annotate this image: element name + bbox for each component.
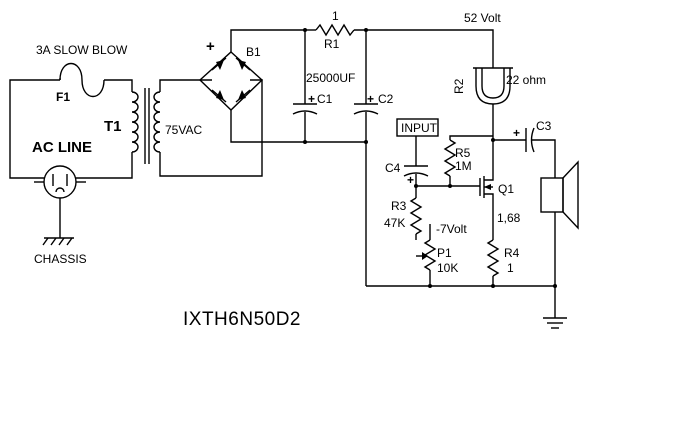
chassis-label: CHASSIS [34,252,87,266]
input-box [396,118,439,137]
c4-plus-label: + [407,173,414,187]
resistor-r2 [473,56,513,140]
transformer-voltage-label: 75VAC [165,123,202,137]
bridge-label: B1 [246,45,261,59]
source-voltage-label: 1,68 [497,211,521,225]
gate-voltage-label: -7Volt [436,222,467,236]
capacitor-c1 [292,103,318,115]
transformer-t1 [131,79,263,177]
r3-value-label: 47K [384,216,405,230]
c3-label: C3 [536,119,552,133]
part-number-label: IXTH6N50D2 [183,309,301,330]
c1-label: C1 [317,92,333,106]
mains-section [9,63,133,246]
r4-label: R4 [504,246,520,260]
r4-value-label: 1 [507,261,514,275]
bridge-rectifier-b1 [198,29,305,143]
output-section [493,127,579,286]
c2-label: C2 [378,92,394,106]
r5-label: R5 [455,146,471,160]
c4-label: C4 [385,161,401,175]
mosfet-q1 [479,138,495,230]
p1-label: P1 [437,246,452,260]
resistor-r1 [315,23,355,37]
cap-value-label: 25000UF [306,71,355,85]
q1-label: Q1 [498,182,514,196]
r1-label: R1 [324,37,340,51]
input-label: INPUT [401,121,438,135]
ac-socket-icon [34,165,86,199]
c3-plus-label: + [513,126,520,140]
ac-line-label: AC LINE [32,139,92,156]
resistor-r5 [443,139,457,177]
speaker-icon [540,160,579,230]
ground-icon [543,286,567,329]
resistor-r4 [486,239,500,277]
r3-label: R3 [391,199,407,213]
bias-section [366,186,557,288]
r2-value-label: 22 ohm [506,73,546,87]
r5-value-label: 1M [455,159,472,173]
supply-voltage-label: 52 Volt [464,11,501,25]
resistor-r3 [409,197,423,235]
c2-plus-label: + [367,92,374,106]
capacitor-c2 [353,103,379,115]
p1-value-label: 10K [437,261,458,275]
transformer-label: T1 [104,118,122,135]
fuse-rating-label: 3A SLOW BLOW [36,43,128,57]
chassis-ground-icon [42,198,74,246]
c1-plus-label: + [308,92,315,106]
r1-value-label: 1 [332,9,339,23]
r2-label: R2 [452,78,466,94]
capacitor-c4 [403,165,429,177]
bridge-plus-label: + [206,38,215,55]
fuse-symbol [59,63,105,97]
fuse-label: F1 [56,90,70,104]
